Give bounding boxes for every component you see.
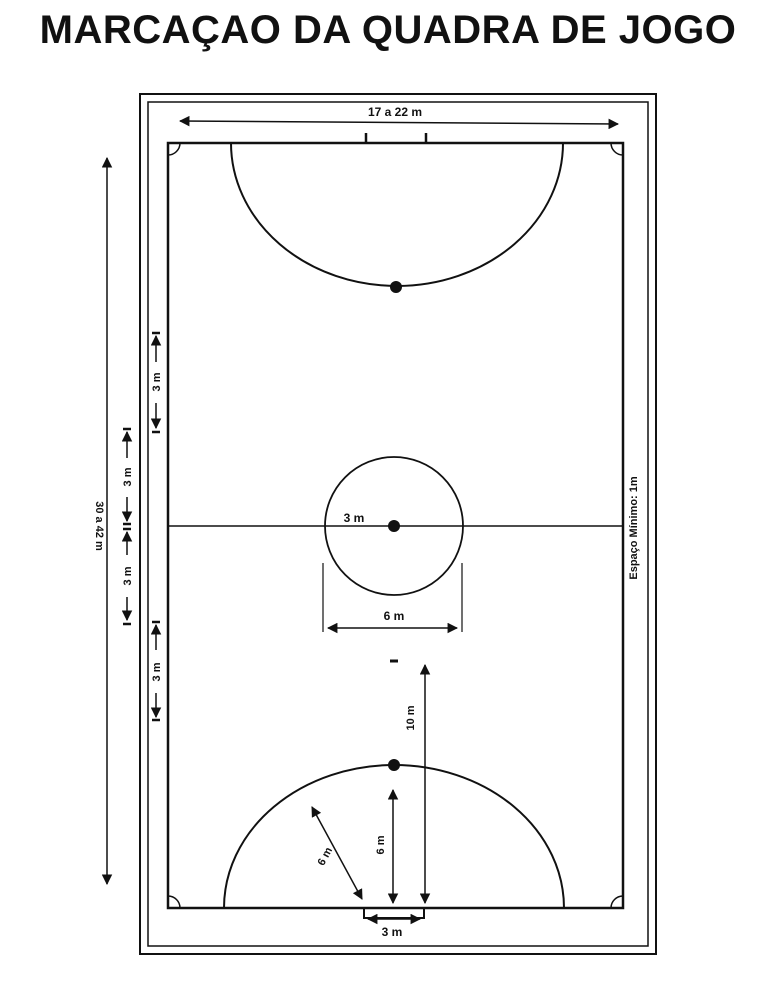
bottom-penalty-area [223, 764, 565, 909]
area-base-label: 3 m [382, 925, 403, 939]
sub-zone-3-label: 3 m [122, 566, 134, 585]
center-radius-label: 3 m [344, 511, 365, 525]
corner-arc-top-right [610, 142, 624, 156]
center-spot [388, 520, 400, 532]
corner-arc-top-left [167, 142, 181, 156]
sub-zone-1-label: 3 m [151, 372, 163, 391]
center-circle [324, 456, 464, 596]
center-diameter-label: 6 m [384, 609, 405, 623]
substitution-zones: 3 m 3 m 3 m 3 m [121, 331, 163, 722]
outer-frame [139, 93, 657, 955]
width-label: 17 a 22 m [368, 105, 422, 119]
corner-arc-bottom-left [167, 895, 181, 909]
safety-space-label: Espaço Mínimo: 1m [628, 476, 640, 580]
area-radius-diagonal-arrow [311, 806, 363, 900]
area-radius-diagonal-label: 6 m [316, 845, 336, 868]
sub-zone-4-label: 3 m [151, 662, 163, 681]
area-radius-vertical-label: 6 m [375, 835, 387, 854]
bottom-goal [363, 908, 425, 919]
bottom-penalty-spot [388, 759, 400, 771]
penalty-distance-label: 10 m [405, 705, 417, 730]
inner-frame [147, 101, 649, 947]
width-arrow [178, 115, 620, 130]
length-label: 30 a 42 m [93, 501, 105, 551]
top-penalty-spot [390, 281, 402, 293]
sub-zone-2-label: 3 m [122, 467, 134, 486]
top-penalty-area [230, 142, 564, 287]
corner-arc-bottom-right [610, 895, 624, 909]
page-title: MARCAÇAO DA QUADRA DE JOGO [39, 8, 737, 52]
